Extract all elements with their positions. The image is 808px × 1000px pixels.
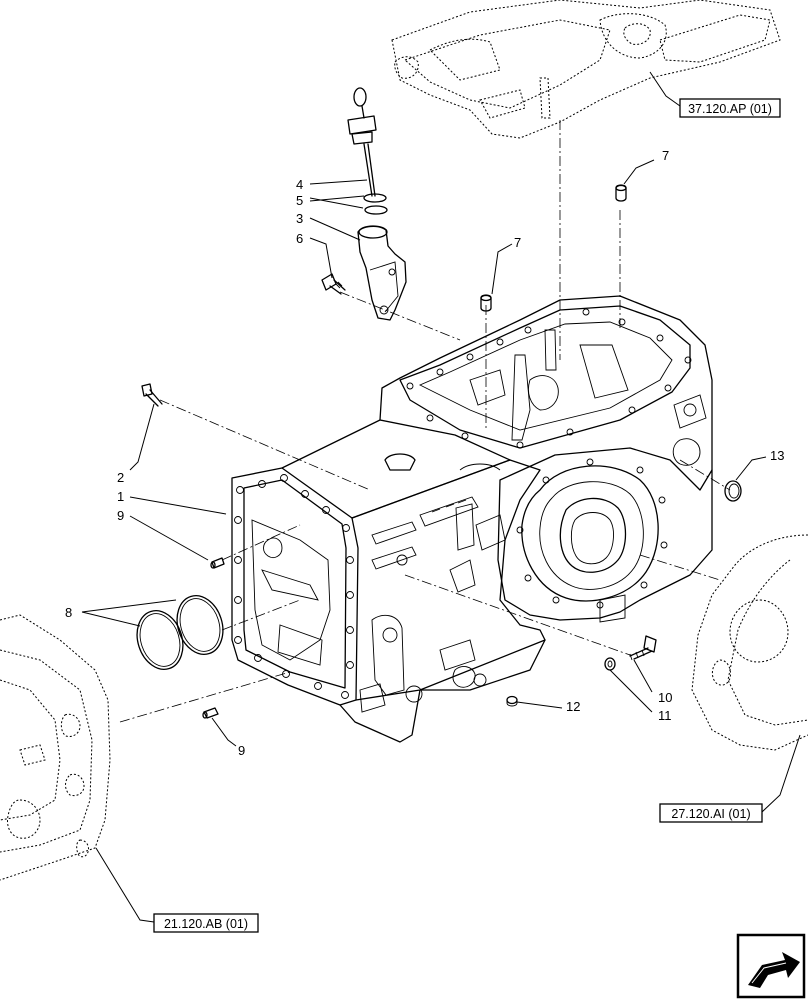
- dowel-pins: [480, 184, 627, 312]
- next-page-arrow-icon[interactable]: [736, 933, 806, 999]
- clutch-housing-ghost: [691, 534, 808, 751]
- callout-11: 11: [658, 708, 672, 723]
- hitch-assembly-ghost: [391, 0, 781, 139]
- callout-8: 8: [65, 605, 72, 620]
- roll-pins: [202, 557, 225, 719]
- ref-box-27-120-ai[interactable]: 27.120.AI (01): [659, 803, 763, 823]
- callout-7-top: 7: [662, 148, 669, 163]
- dipstick-assembly: [321, 87, 407, 321]
- callout-6: 6: [296, 231, 303, 246]
- callouts: 4 5 3 6 7 7 2 1 9 8 9 13 10 11 12: [65, 148, 784, 758]
- callout-5: 5: [296, 193, 303, 208]
- gearbox-ghost: [0, 614, 111, 881]
- ref-box-37-120-ap[interactable]: 37.120.AP (01): [679, 98, 781, 118]
- callout-3: 3: [296, 211, 303, 226]
- bolt-2: [141, 383, 163, 407]
- callout-13: 13: [770, 448, 784, 463]
- callout-10: 10: [658, 690, 672, 705]
- snap-rings: [136, 595, 224, 670]
- callout-9-lower: 9: [238, 743, 245, 758]
- callout-2: 2: [117, 470, 124, 485]
- callout-1: 1: [117, 489, 124, 504]
- callout-12: 12: [566, 699, 580, 714]
- alignment-lines: [119, 120, 731, 723]
- ref-box-21-120-ab[interactable]: 21.120.AB (01): [153, 913, 259, 933]
- transmission-housing: [231, 295, 713, 743]
- seal-ring: [724, 480, 742, 502]
- callout-9-upper: 9: [117, 508, 124, 523]
- ref-label-37-120-ap: 37.120.AP (01): [688, 102, 772, 116]
- ref-label-21-120-ab: 21.120.AB (01): [164, 917, 248, 931]
- plug-12: [506, 695, 518, 707]
- ref-label-27-120-ai: 27.120.AI (01): [671, 807, 750, 821]
- callout-4: 4: [296, 177, 303, 192]
- bolt-and-washer: [604, 635, 657, 671]
- callout-7-mid: 7: [514, 235, 521, 250]
- leader-lines: [81, 71, 801, 923]
